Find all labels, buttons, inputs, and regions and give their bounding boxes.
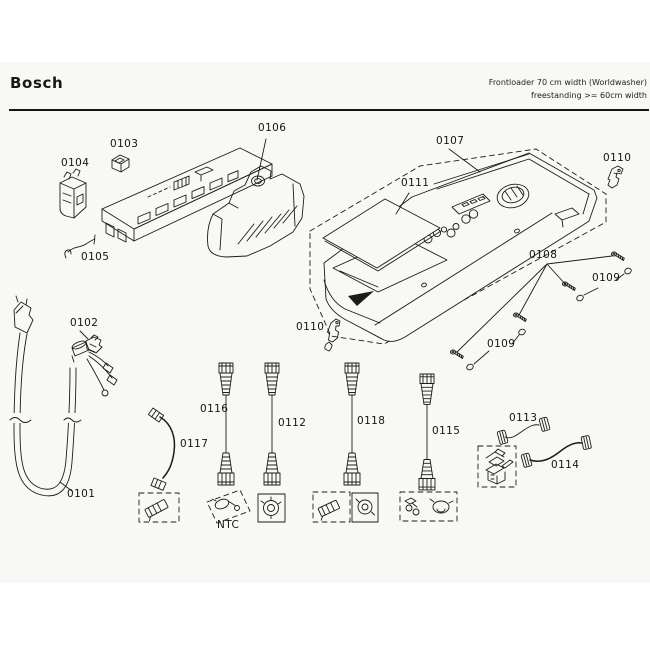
- model-info: Frontloader 70 cm width (Worldwasher) fr…: [489, 76, 647, 102]
- part-drawing-program-switch-box: [478, 446, 516, 487]
- part-drawing-0101-power-cord: [9, 296, 117, 496]
- model-info-line1: Frontloader 70 cm width (Worldwasher): [488, 78, 647, 87]
- part-drawing-0107-control-panel: [310, 149, 606, 344]
- part-drawing-0118-harness: [313, 362, 378, 522]
- part-callout-0104: 0104: [61, 157, 90, 169]
- part-drawing-0109-washers: [465, 266, 633, 372]
- part-drawing-0116-harness: [207, 362, 250, 523]
- part-drawing-0103: [112, 155, 129, 172]
- part-drawing-0111-lid: [323, 193, 441, 271]
- part-callout-0107: 0107: [436, 135, 465, 147]
- part-drawing-0114-wire: [520, 434, 592, 469]
- model-info-line2: freestanding >= 60cm width: [531, 91, 647, 100]
- part-drawing-0108-screws: [449, 251, 625, 359]
- part-callout-0102: 0102: [70, 317, 99, 329]
- part-callout-0116: 0116: [200, 403, 229, 415]
- part-callout-0111: 0111: [401, 177, 430, 189]
- part-callout-0110-right: 0110: [603, 152, 632, 164]
- part-callout-0109-upper: 0109: [592, 272, 621, 284]
- part-callout-0110-left: 0110: [296, 321, 325, 333]
- part-drawing-0110-clip-right: [608, 166, 623, 188]
- brand-logo: Bosch: [10, 74, 64, 92]
- part-drawing-0112-harness: [258, 362, 285, 522]
- part-drawing-0105-wire-clip: [65, 235, 95, 258]
- part-drawing-0106-module: [102, 139, 304, 257]
- part-callout-0103: 0103: [110, 138, 139, 150]
- part-callout-0101: 0101: [67, 488, 96, 500]
- part-callout-ntc: NTC: [217, 519, 240, 531]
- part-callout-0113: 0113: [509, 412, 538, 424]
- part-drawing-0104: [60, 169, 86, 218]
- part-callout-0115: 0115: [432, 425, 461, 437]
- part-drawing-0117-wire: [139, 408, 179, 522]
- part-callout-0109-lower: 0109: [487, 338, 516, 350]
- part-callout-0117: 0117: [180, 438, 209, 450]
- part-callout-0106: 0106: [258, 122, 287, 134]
- part-callout-0108: 0108: [529, 249, 558, 261]
- part-callout-0114: 0114: [551, 459, 580, 471]
- part-callout-0118: 0118: [357, 415, 386, 427]
- part-drawing-0113-wire: [496, 416, 551, 446]
- part-callout-0105: 0105: [81, 251, 110, 263]
- part-drawing-0102-suppressor-clip: [80, 331, 102, 353]
- part-callout-0112: 0112: [278, 417, 307, 429]
- part-drawing-0110-clip-left: [325, 319, 340, 351]
- header-divider: [9, 109, 649, 111]
- part-drawing-0115-harness: [400, 373, 457, 521]
